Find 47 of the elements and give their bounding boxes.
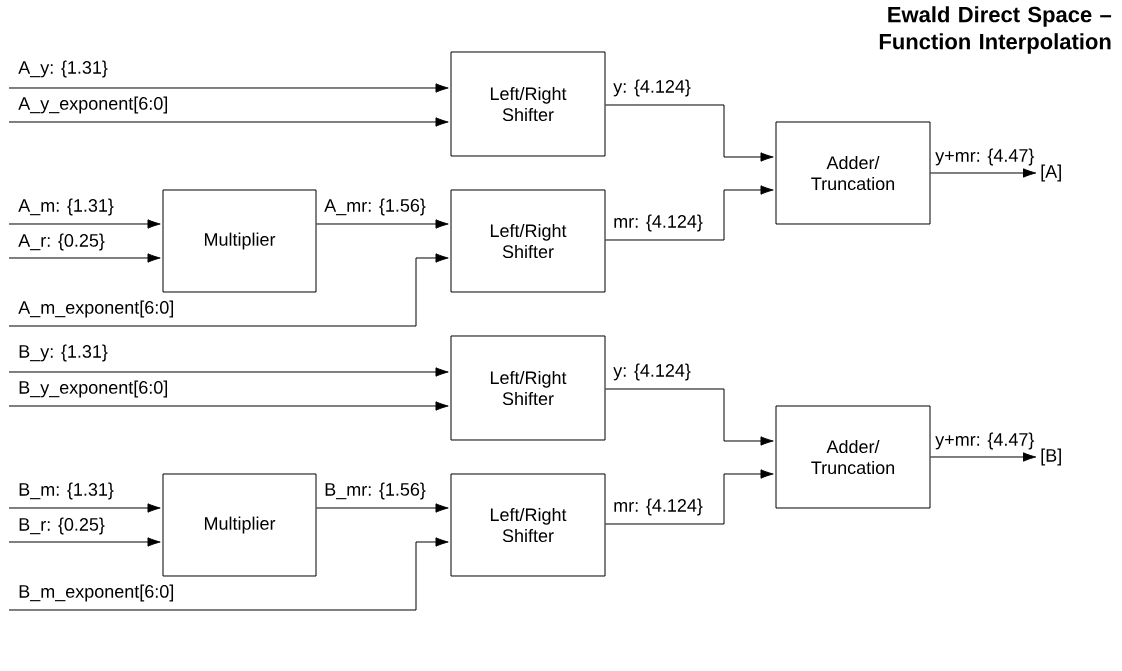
arrow [930,168,1037,178]
arrow [605,388,774,446]
edge-label: A_y: {1.31} [17,59,109,79]
edge-label: mr: {4.124} [612,213,704,233]
edge-label: y: {4.124} [612,78,692,98]
edge-label: A_r: {0.25} [17,232,106,252]
edge-label: y: {4.124} [612,362,692,382]
title: Ewald Direct Space – Function Interpolation [879,6,1112,54]
edge-label: B_y: {1.31} [17,343,109,363]
arrow [8,537,449,611]
arrow [8,117,449,127]
arrow [8,253,449,327]
edge-label: mr: {4.124} [612,497,704,517]
output-label: [B] [1041,448,1061,466]
arrow [8,83,449,93]
arrow [316,219,449,229]
edge-label: A_m_exponent[6:0] [17,299,176,319]
edge-label: B_m_exponent[6:0] [17,583,176,603]
arrow [8,219,161,229]
edge-label: B_m: {1.31} [17,481,115,501]
arrow [8,367,449,377]
shifter-box: Left/Right Shifter [450,51,606,157]
arrow [8,537,161,547]
shifter-box: Left/Right Shifter [450,189,606,293]
arrow [8,503,161,513]
edge-label: y+mr: {4.47} [934,431,1036,451]
arrow [930,452,1037,462]
arrow [8,253,161,263]
edge-label: B_y_exponent[6:0] [17,379,170,399]
arrow [605,104,774,162]
arrow [605,469,774,525]
edge-label: A_y_exponent[6:0] [17,95,170,115]
shifter-box: Left/Right Shifter [450,473,606,577]
edge-label: B_r: {0.25} [17,516,106,536]
edge-label: A_mr: {1.56} [323,197,427,217]
edge-label: A_m: {1.31} [17,197,115,217]
arrow [316,503,449,513]
adder-box: Adder/ Truncation [775,121,931,225]
edge-label: y+mr: {4.47} [934,147,1036,167]
shifter-box: Left/Right Shifter [450,335,606,441]
arrow [8,401,449,411]
edge-label: B_mr: {1.56} [323,481,427,501]
multiplier-box: Multiplier [162,473,317,577]
multiplier-box: Multiplier [162,189,317,293]
adder-box: Adder/ Truncation [775,405,931,509]
output-label: [A] [1041,164,1061,182]
arrow [605,185,774,241]
